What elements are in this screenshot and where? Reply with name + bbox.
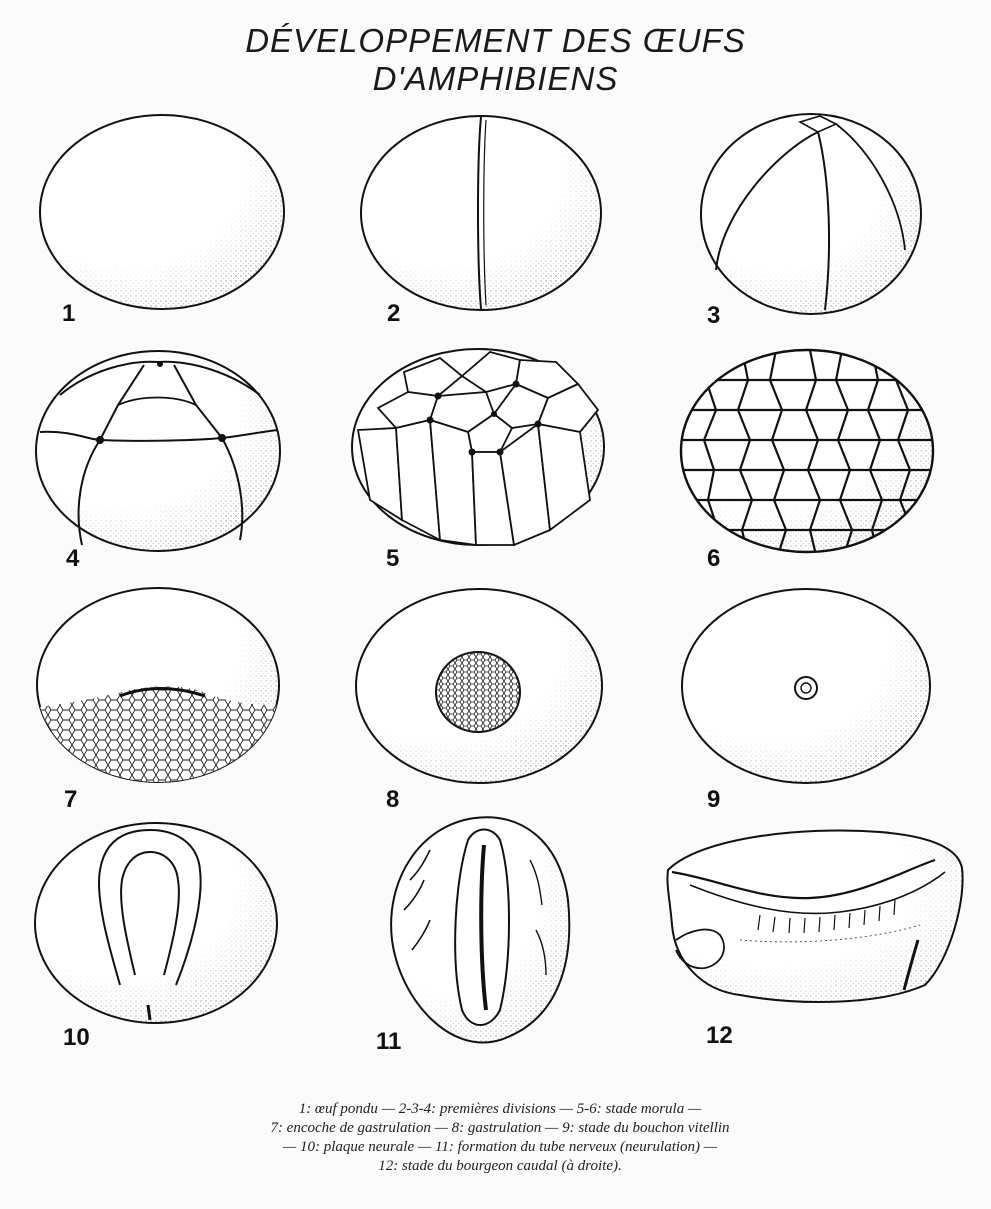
stage-9-number: 9 [707,786,720,814]
stage-9-egg [682,589,930,783]
stage-11-egg [391,817,569,1042]
stage-6-number: 6 [707,545,720,573]
stage-7-number: 7 [64,786,77,814]
stage-10-number: 10 [63,1024,90,1052]
stage-1-egg [40,115,284,309]
stage-2-egg [361,116,601,310]
figure-caption: 1: œuf pondu — 2-3-4: premières division… [100,1100,900,1176]
stage-3-number: 3 [707,302,720,330]
stage-2-number: 2 [387,300,400,328]
stage-8-number: 8 [386,786,399,814]
stage-10-egg [35,823,277,1023]
stage-12-embryo [667,831,962,1002]
stage-7-egg [30,588,290,790]
stage-5-egg [352,349,604,545]
stage-11-number: 11 [376,1028,401,1056]
caption-line-2: 7: encoche de gastrulation — 8: gastrula… [100,1119,900,1138]
caption-line-1: 1: œuf pondu — 2-3-4: premières division… [100,1100,900,1119]
caption-line-4: 12: stade du bourgeon caudal (à droite). [100,1157,900,1176]
stage-6-egg [680,350,940,555]
stage-4-number: 4 [66,545,79,573]
stage-3-egg [701,114,921,314]
stage-12-number: 12 [706,1022,733,1050]
stage-4-egg [36,351,280,551]
stage-1-number: 1 [62,300,75,328]
stage-5-number: 5 [386,545,399,573]
stage-8-egg [356,589,602,783]
caption-line-3: — 10: plaque neurale — 11: formation du … [100,1138,900,1157]
